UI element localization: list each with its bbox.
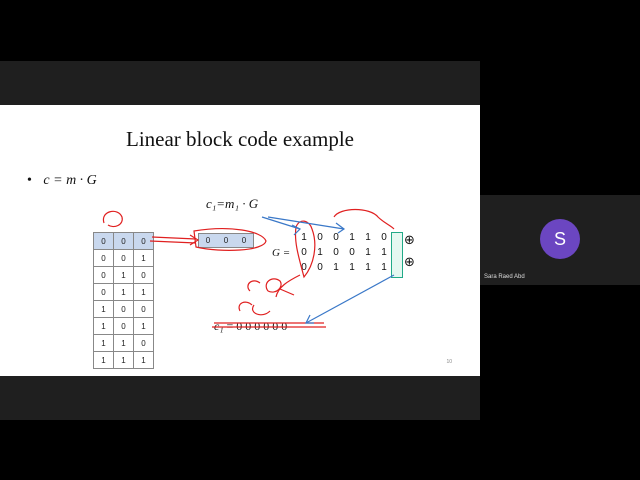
slide-bottom-margin	[0, 376, 480, 420]
participant-name: Sara Raed Abd	[484, 274, 525, 280]
m1-bit: 0	[205, 236, 211, 245]
message-table-cell: 0	[93, 249, 114, 267]
message-table-cell: 1	[113, 266, 134, 284]
ink-arrow-line	[149, 240, 197, 244]
g-matrix-entry: 0	[381, 232, 387, 243]
g-matrix-entry: 0	[333, 247, 339, 258]
ink-scribble	[247, 280, 261, 292]
bullet-equation: • c = m · G	[27, 173, 97, 189]
message-table-cell: 0	[93, 283, 114, 301]
equation-c-m-g: c = m · G	[43, 173, 97, 188]
g-matrix-entry: 0	[301, 262, 307, 273]
ink-arrowhead	[189, 234, 200, 246]
ink-blue-arrow	[261, 216, 301, 230]
message-table-cell: 1	[93, 317, 114, 335]
m1-bit: 0	[223, 236, 229, 245]
xor-symbol: ⊕	[404, 255, 415, 270]
message-table-cell: 1	[93, 351, 114, 369]
message-table-cell: 0	[93, 232, 114, 250]
ink-scribble	[275, 274, 301, 298]
participant-avatar: S	[540, 219, 580, 259]
message-table-cell: 0	[113, 249, 134, 267]
g-matrix-entry: 1	[333, 262, 339, 273]
g-matrix-entry: 0	[301, 247, 307, 258]
g-matrix-entry: 1	[381, 247, 387, 258]
g-matrix-entry: 1	[365, 232, 371, 243]
message-table-cell: 0	[133, 300, 154, 318]
message-table-cell: 1	[93, 300, 114, 318]
c1-result-value: = 0 0 0 0 0 0	[226, 319, 288, 333]
g-last-column-highlight	[391, 232, 403, 278]
g-matrix-label: G =	[272, 247, 291, 259]
ink-scribble	[238, 301, 253, 312]
message-table-cell: 1	[133, 317, 154, 335]
g-matrix-entry: 1	[349, 262, 355, 273]
g-matrix-entry: 1	[381, 262, 387, 273]
g-matrix-entry: 1	[365, 247, 371, 258]
message-table-cell: 1	[113, 351, 134, 369]
c1-result-var: c₁	[214, 319, 224, 333]
message-table-cell: 1	[113, 283, 134, 301]
g-matrix-entry: 1	[349, 232, 355, 243]
ink-scribble	[279, 288, 295, 296]
slide-page-number: 10	[446, 359, 452, 365]
message-table-cell: 0	[113, 232, 134, 250]
message-table-cell: 1	[133, 249, 154, 267]
top-black-bar	[0, 0, 640, 61]
message-table-cell: 1	[113, 334, 134, 352]
message-table-cell: 1	[93, 334, 114, 352]
ink-scribble	[252, 304, 271, 316]
g-matrix-entry: 1	[365, 262, 371, 273]
ink-circle	[102, 210, 123, 228]
message-table-cell: 0	[133, 266, 154, 284]
bullet-dot: •	[27, 173, 32, 188]
shared-slide: Linear block code example • c = m · G c₁…	[0, 105, 480, 376]
message-table-cell: 0	[133, 334, 154, 352]
g-matrix-entry: 1	[317, 247, 323, 258]
message-table-cell: 1	[133, 351, 154, 369]
slide-top-margin	[0, 61, 480, 105]
message-table-cell: 0	[133, 232, 154, 250]
m1-vector: 0 0 0	[198, 233, 254, 248]
ink-blue-arrow	[305, 274, 395, 324]
ink-blue-arrowhead	[305, 314, 314, 324]
ink-circle	[265, 278, 282, 293]
ink-arrow-line	[151, 236, 197, 240]
message-table-cell: 1	[133, 283, 154, 301]
ink-curve	[333, 208, 395, 230]
xor-symbol: ⊕	[404, 233, 415, 248]
g-matrix-entry: 1	[301, 232, 307, 243]
g-matrix-entry: 0	[317, 262, 323, 273]
ink-blue-arrow	[267, 216, 345, 230]
g-matrix-entry: 0	[349, 247, 355, 258]
g-matrix-entry: 0	[317, 232, 323, 243]
slide-title: Linear block code example	[126, 127, 354, 151]
m1-bit: 0	[241, 236, 247, 245]
message-table-cell: 0	[113, 317, 134, 335]
g-matrix-entry: 0	[333, 232, 339, 243]
message-table-cell: 0	[113, 300, 134, 318]
message-table-cell: 0	[93, 266, 114, 284]
equation-c1: c₁=m₁ · G	[206, 196, 259, 211]
participant-tile[interactable]: S Sara Raed Abd	[480, 195, 640, 285]
c1-result: c₁ = 0 0 0 0 0 0	[214, 319, 287, 334]
